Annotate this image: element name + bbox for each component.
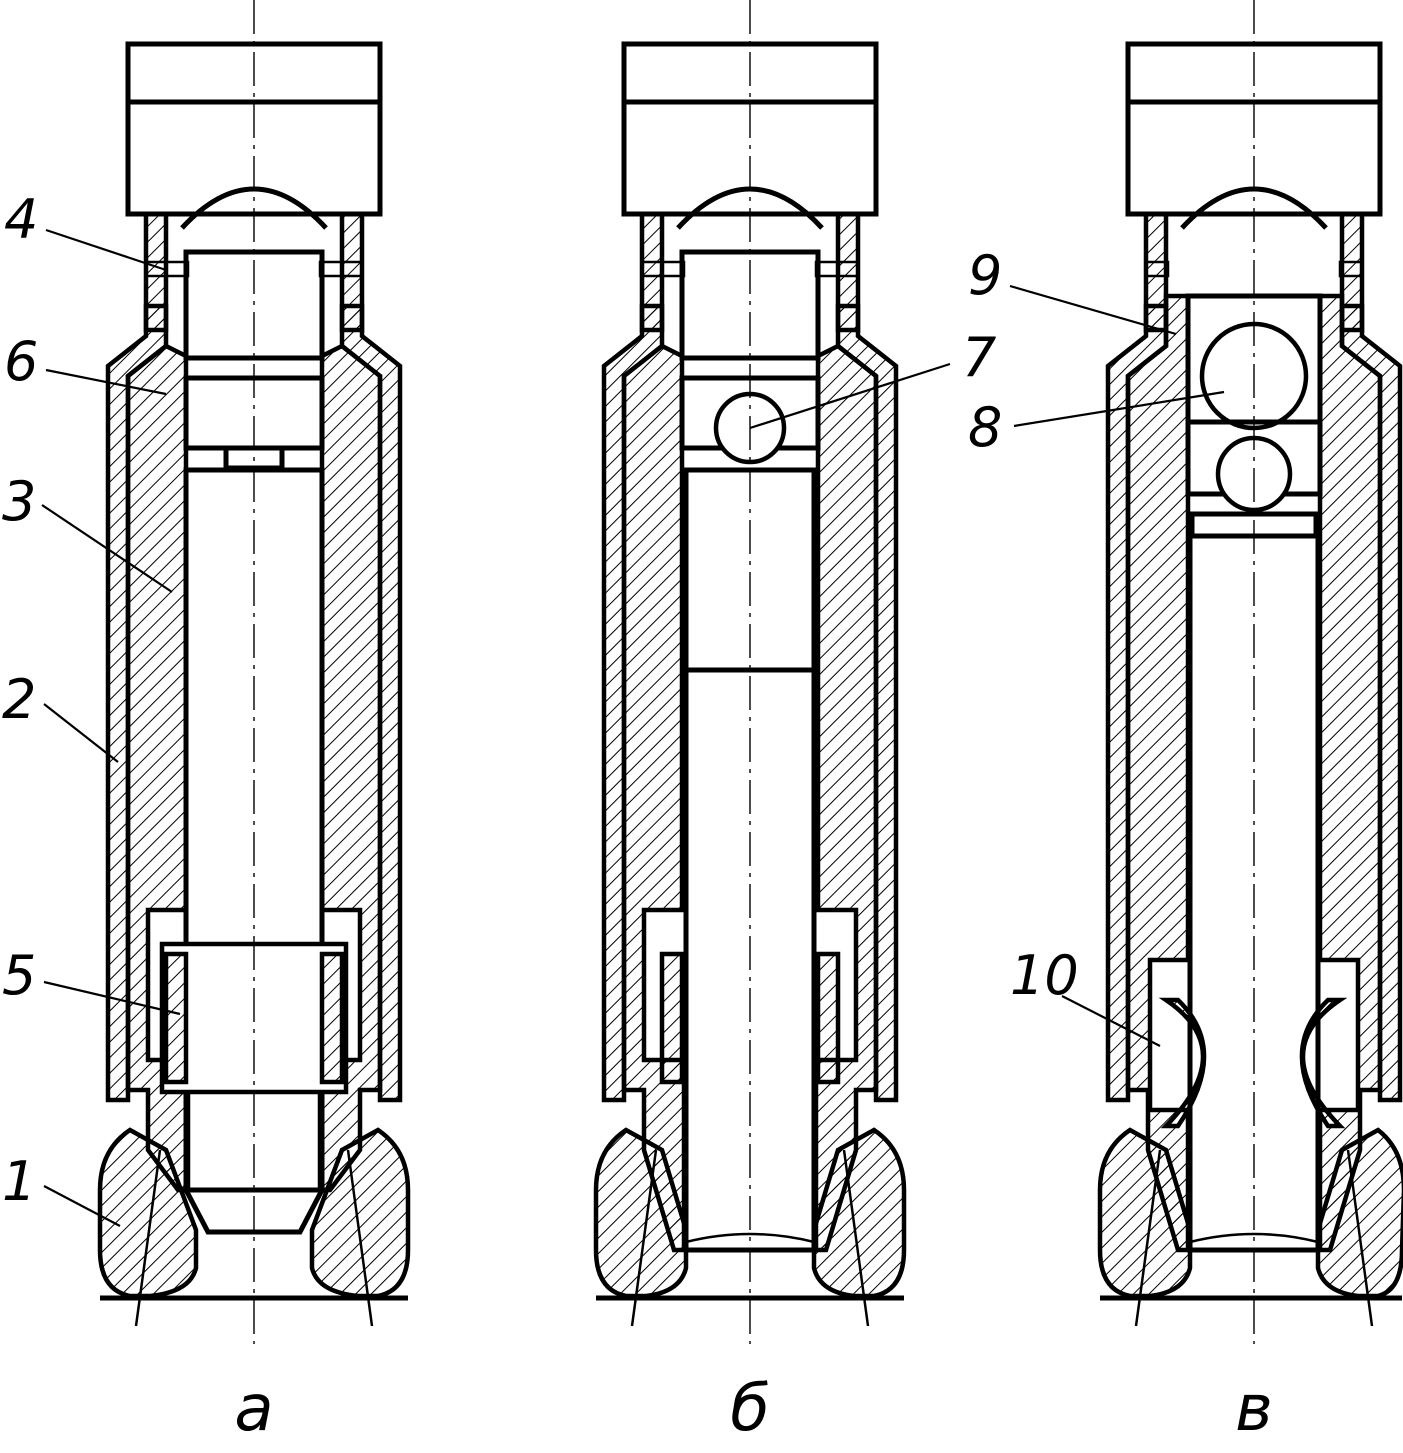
leader-1: [43, 1185, 121, 1227]
spring-petal-left: [1158, 997, 1207, 1129]
leader-4: [45, 228, 167, 272]
crown-right: [1315, 1127, 1403, 1299]
view-c-assembly: [1097, 0, 1403, 1344]
view-label-c: в: [1235, 1372, 1273, 1446]
callout-10: 10: [1010, 944, 1079, 1007]
callout-3: 3: [2, 470, 36, 533]
leader-2: [43, 703, 119, 763]
crown-right: [309, 1127, 411, 1299]
leader-8: [1013, 390, 1225, 428]
leader-lines: [41, 228, 1225, 1227]
callout-5: 5: [2, 944, 36, 1007]
view-b-assembly: [593, 0, 907, 1344]
view-label-b: б: [730, 1372, 769, 1446]
inner-body: [1125, 293, 1191, 1253]
leader-10: [1061, 995, 1161, 1047]
callout-7: 7: [962, 326, 996, 389]
callout-9: 9: [968, 244, 1002, 307]
crown-left: [593, 1127, 689, 1299]
view-a-assembly: [97, 0, 411, 1344]
callout-6: 6: [4, 330, 38, 393]
spring-petal-right: [1299, 997, 1348, 1129]
callout-4: 4: [4, 188, 38, 251]
callout-8: 8: [968, 396, 1002, 459]
crown-left: [97, 1127, 199, 1299]
leader-6: [45, 368, 167, 396]
crown-right: [811, 1127, 907, 1299]
leader-9: [1009, 284, 1177, 336]
leader-5: [43, 980, 181, 1016]
view-label-a: а: [234, 1372, 273, 1446]
inner-body: [621, 343, 687, 1253]
leader-7: [749, 362, 951, 430]
crown-left: [1097, 1127, 1193, 1299]
callout-numbers: 1 2 3 4 5 6 7 8 9 10: [2, 188, 1079, 1213]
leader-3: [41, 504, 173, 593]
callout-1: 1: [2, 1150, 36, 1213]
view-labels: а б в: [234, 1372, 1272, 1446]
callout-2: 2: [2, 668, 36, 731]
